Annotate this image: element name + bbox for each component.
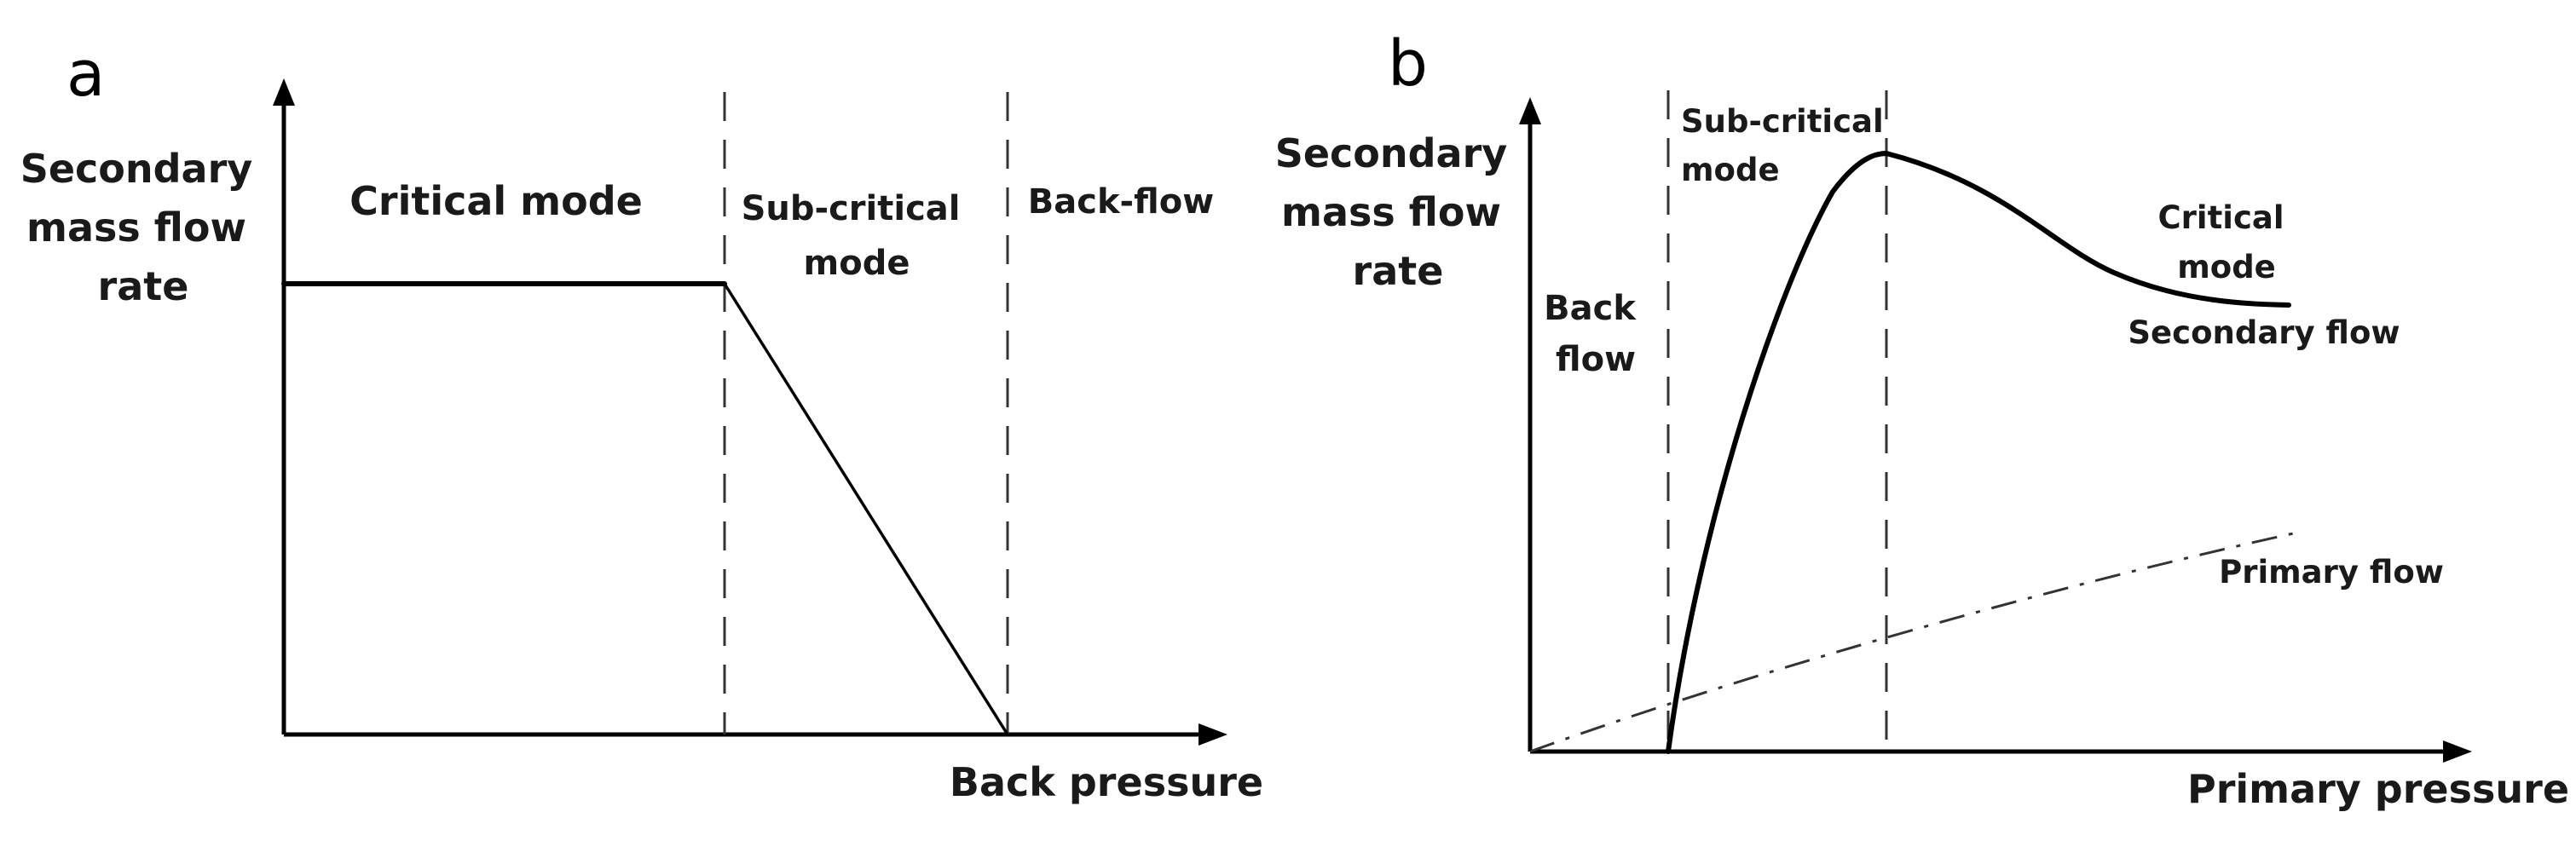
panel-a-x-axis-arrow — [1198, 723, 1227, 746]
panel-a-critical-mode-label: Critical mode — [349, 178, 643, 224]
panel-a: a Secondary mass flow rate Critical mode… — [20, 37, 1263, 805]
panel-b-x-axis-arrow — [2443, 740, 2472, 763]
panel-a-y-axis-arrow — [273, 78, 295, 106]
panel-b: b Secondary mass flow rate Back flow Sub… — [1275, 27, 2569, 812]
panel-b-primary-flow-line — [1529, 531, 2298, 753]
panel-a-backflow-label: Back-flow — [1028, 182, 1214, 222]
panel-a-y-axis-label: Secondary mass flow rate — [20, 146, 267, 309]
panel-b-x-axis-label: Primary pressure — [2187, 766, 2569, 812]
panel-b-backflow-label: Back flow — [1544, 289, 1648, 379]
panel-b-critical-mode-label: Critical mode — [2158, 199, 2296, 285]
panel-a-x-axis-label: Back pressure — [950, 759, 1263, 805]
panel-a-subcritical-drop — [723, 283, 1009, 735]
panel-a-letter: a — [66, 37, 105, 111]
panel-b-letter: b — [1388, 27, 1428, 101]
panel-a-subcritical-mode-label: Sub-critical mode — [742, 189, 973, 283]
panel-b-y-axis-arrow — [1519, 97, 1541, 124]
panel-b-primary-flow-label: Primary flow — [2219, 554, 2444, 590]
panel-b-subcritical-mode-label: Sub-critical mode — [1681, 103, 1895, 188]
panel-b-secondary-flow-curve — [1666, 151, 2291, 754]
panel-b-secondary-flow-label: Secondary flow — [2128, 314, 2400, 351]
panel-b-y-axis-label: Secondary mass flow rate — [1275, 130, 1522, 294]
